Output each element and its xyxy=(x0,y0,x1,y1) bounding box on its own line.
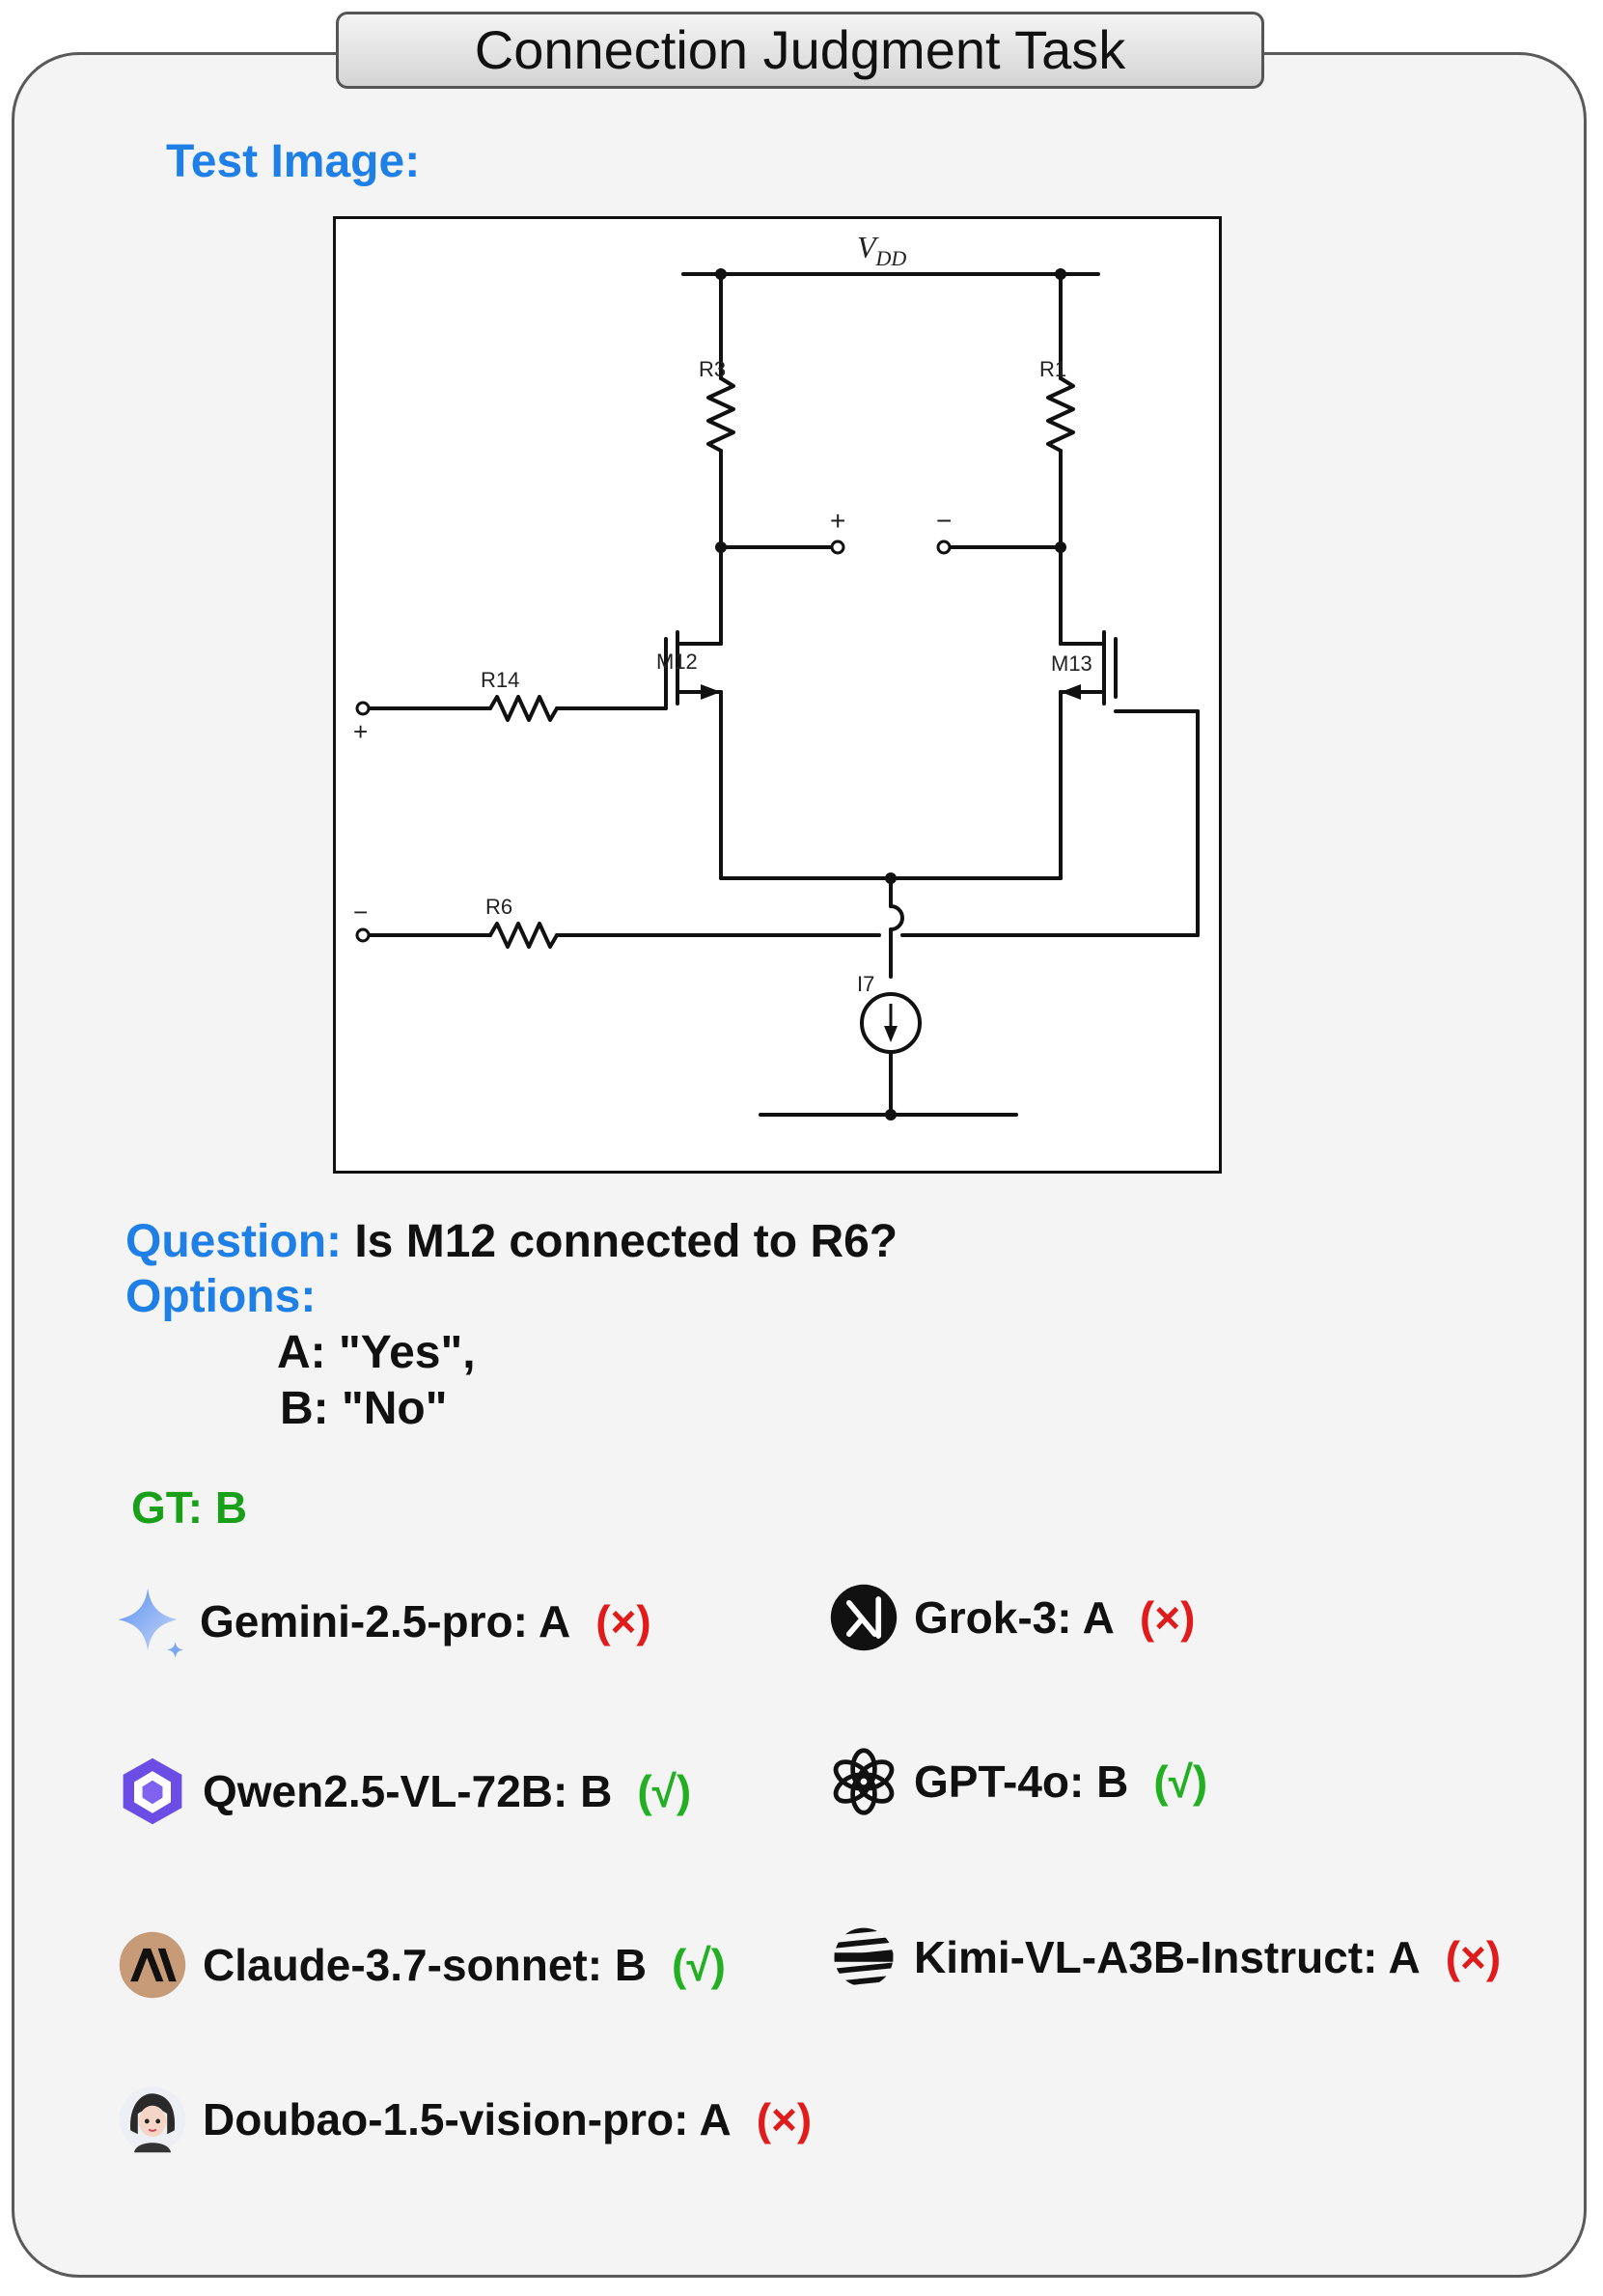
page-title: Connection Judgment Task xyxy=(336,12,1264,89)
model-claude: Claude-3.7-sonnet: B (√) xyxy=(116,1926,726,2004)
node-vdd-right xyxy=(1055,268,1066,280)
result-mark: (×) xyxy=(1139,1592,1196,1643)
qwen-logo-icon xyxy=(123,1757,182,1825)
node-ground xyxy=(885,1109,897,1120)
resistor-r1 xyxy=(1046,376,1075,453)
m13-arrow xyxy=(1061,684,1081,700)
i7-arrow xyxy=(884,1026,898,1042)
options-label: Options: xyxy=(125,1271,317,1322)
model-name: Kimi-VL-A3B-Instruct: A xyxy=(914,1932,1421,1982)
resistor-r6 xyxy=(488,922,559,949)
label-i7: I7 xyxy=(857,972,874,996)
result-mark: (√) xyxy=(637,1766,692,1816)
question-line: Question: Is M12 connected to R6? xyxy=(125,1215,898,1268)
terminal-in-plus xyxy=(355,701,371,716)
model-name: Doubao-1.5-vision-pro: A xyxy=(203,2094,732,2144)
model-gemini: Gemini-2.5-pro: A (×) xyxy=(113,1583,651,1660)
label-r14: R14 xyxy=(481,668,519,692)
grok-logo-icon xyxy=(830,1584,898,1651)
label-r6: R6 xyxy=(485,895,512,919)
result-mark: (√) xyxy=(672,1940,726,1990)
label-r1: R1 xyxy=(1039,357,1066,381)
node-tail xyxy=(885,872,897,884)
anthropic-logo-icon xyxy=(119,1931,186,1999)
label-in-plus: + xyxy=(353,717,368,746)
terminal-out-minus xyxy=(936,539,952,555)
wire-crossover xyxy=(889,904,904,931)
terminal-out-plus xyxy=(830,539,845,555)
openai-logo-icon xyxy=(833,1748,895,1815)
result-mark: (√) xyxy=(1153,1757,1208,1807)
option-b: B: "No" xyxy=(280,1383,448,1434)
result-mark: (×) xyxy=(595,1596,651,1646)
label-in-minus: − xyxy=(353,898,368,927)
resistor-r3 xyxy=(706,376,735,453)
ground-truth: GT: B xyxy=(131,1482,248,1533)
label-out-minus: − xyxy=(936,506,952,536)
m12-arrow xyxy=(701,684,721,700)
label-r3: R3 xyxy=(699,357,726,381)
result-mark: (×) xyxy=(1445,1932,1502,1982)
model-grok: Grok-3: A (×) xyxy=(827,1579,1195,1656)
circuit-diagram: VDD R3 R1 M12 M13 R14 R6 I7 + − + − xyxy=(333,216,1222,1174)
resistor-r14 xyxy=(488,695,559,722)
doubao-avatar-icon xyxy=(119,2086,186,2153)
terminal-in-minus xyxy=(355,927,371,943)
model-name: Gemini-2.5-pro: A xyxy=(200,1596,571,1646)
kimi-logo-icon xyxy=(834,1927,894,1987)
model-name: GPT-4o: B xyxy=(914,1757,1129,1807)
test-image-label: Test Image: xyxy=(166,136,421,187)
model-name: Qwen2.5-VL-72B: B xyxy=(203,1766,613,1816)
node-vdd-left xyxy=(715,268,727,280)
gemini-sparkle-icon xyxy=(118,1588,184,1658)
vdd-label: VDD xyxy=(857,230,906,270)
circuit-schematic: VDD R3 R1 M12 M13 R14 R6 I7 + − + − xyxy=(353,230,1200,1120)
question-label: Question: xyxy=(125,1216,342,1267)
model-name: Claude-3.7-sonnet: B xyxy=(203,1940,648,1990)
model-qwen: Qwen2.5-VL-72B: B (√) xyxy=(116,1753,691,1830)
node-right-out xyxy=(1055,541,1066,553)
model-gpt4o: GPT-4o: B (√) xyxy=(827,1743,1207,1820)
result-mark: (×) xyxy=(756,2094,813,2144)
label-m12: M12 xyxy=(656,650,698,674)
label-m13: M13 xyxy=(1051,651,1092,676)
label-out-plus: + xyxy=(830,506,845,536)
option-a: A: "Yes", xyxy=(277,1327,476,1378)
model-name: Grok-3: A xyxy=(914,1592,1115,1643)
model-kimi: Kimi-VL-A3B-Instruct: A (×) xyxy=(827,1919,1501,1996)
question-text: Is M12 connected to R6? xyxy=(354,1216,898,1267)
model-doubao: Doubao-1.5-vision-pro: A (×) xyxy=(116,2081,812,2158)
node-left-out xyxy=(715,541,727,553)
